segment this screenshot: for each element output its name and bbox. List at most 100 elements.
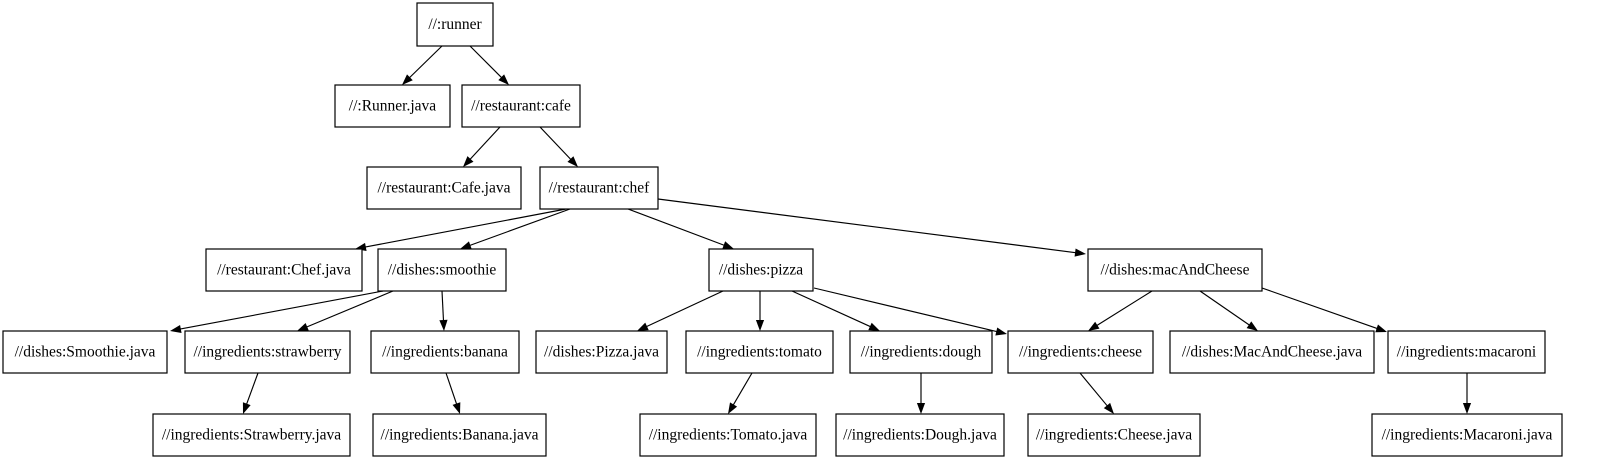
node-box[interactable] [366,166,522,210]
graph-node-strawberry_java[interactable]: //ingredients:Strawberry.java [152,413,351,457]
arrowhead-icon [1074,248,1086,257]
edge-line [1199,290,1251,327]
graph-node-ing_dough[interactable]: //ingredients:dough [849,330,993,374]
edge-dishes_mac-to-ing_cheese [1088,290,1153,331]
edge-line [539,126,572,161]
edge-ing_macaroni-to-macaroni_java [1462,373,1472,414]
graph-node-ing_strawberry[interactable]: //ingredients:strawberry [184,330,351,374]
arrowhead-icon [452,402,461,414]
node-label: //ingredients:Tomato.java [649,427,808,444]
arrowhead-icon [1088,321,1100,331]
node-label: //restaurant:cafe [471,98,571,115]
graph-node-smoothie_java[interactable]: //dishes:Smoothie.java [2,330,168,374]
graph-node-restaurant_chef[interactable]: //restaurant:chef [539,166,659,210]
node-box[interactable] [539,166,659,210]
arrowhead-icon [402,74,413,85]
edge-line [408,45,443,79]
node-box[interactable] [1087,248,1263,292]
node-label: //dishes:macAndCheese [1101,262,1250,279]
graph-node-tomato_java[interactable]: //ingredients:Tomato.java [639,413,817,457]
node-box[interactable] [416,2,494,47]
edge-line [179,290,384,330]
graph-node-chef_java[interactable]: //restaurant:Chef.java [205,248,363,292]
arrowhead-icon [722,241,734,249]
graph-node-macaroni_java[interactable]: //ingredients:Macaroni.java [1371,413,1563,457]
node-box[interactable] [1027,413,1201,457]
edge-dishes_pizza-to-ing_tomato [755,291,765,331]
graph-node-ing_cheese[interactable]: //ingredients:cheese [1007,330,1154,374]
edge-dishes_pizza-to-ing_cheese [813,287,1007,336]
node-label: //ingredients:banana [382,344,508,361]
graph-node-dishes_mac[interactable]: //dishes:macAndCheese [1087,248,1263,292]
edge-line [813,287,998,333]
graph-node-banana_java[interactable]: //ingredients:Banana.java [372,413,547,457]
graph-node-ing_macaroni[interactable]: //ingredients:macaroni [1387,330,1546,374]
node-box[interactable] [370,330,520,374]
node-box[interactable] [2,330,168,374]
edge-line [1261,287,1379,330]
arrowhead-icon [242,402,251,414]
graph-node-dishes_smoothie[interactable]: //dishes:smoothie [377,248,507,292]
graph-node-ing_banana[interactable]: //ingredients:banana [370,330,520,374]
edge-dishes_pizza-to-pizza_java [637,290,724,331]
edge-line [245,372,259,406]
node-label: //dishes:Smoothie.java [15,344,156,361]
graph-node-ing_tomato[interactable]: //ingredients:tomato [685,330,834,374]
node-label: //dishes:smoothie [388,262,497,279]
node-label: //ingredients:Banana.java [381,427,539,444]
node-box[interactable] [708,248,814,292]
node-label: //ingredients:tomato [697,344,822,361]
graph-node-pizza_java[interactable]: //dishes:Pizza.java [535,330,668,374]
edge-line [441,290,445,322]
edge-restaurant_chef-to-dishes_pizza [627,208,734,249]
edge-line [468,208,571,247]
arrowhead-icon [1375,324,1387,333]
node-box[interactable] [835,413,1005,457]
graph-node-cafe_java[interactable]: //restaurant:Cafe.java [366,166,522,210]
node-label: //:Runner.java [349,98,437,115]
edge-dishes_mac-to-mac_java [1199,290,1258,331]
node-label: //ingredients:macaroni [1397,344,1537,361]
arrowhead-icon [916,403,926,414]
node-box[interactable] [1371,413,1563,457]
node-box[interactable] [205,248,363,292]
graph-node-dough_java[interactable]: //ingredients:Dough.java [835,413,1005,457]
edge-line [1079,372,1109,408]
arrowhead-icon [1103,402,1114,414]
node-label: //ingredients:cheese [1019,344,1142,361]
node-box[interactable] [639,413,817,457]
node-box[interactable] [1007,330,1154,374]
graph-node-cheese_java[interactable]: //ingredients:Cheese.java [1027,413,1201,457]
node-label: //restaurant:chef [549,180,651,197]
graph-node-runner[interactable]: //:runner [416,2,494,47]
node-box[interactable] [372,413,547,457]
node-box[interactable] [377,248,507,292]
node-label: //restaurant:Cafe.java [378,180,511,197]
node-box[interactable] [152,413,351,457]
edge-restaurant_chef-to-dishes_smoothie [460,208,571,250]
edge-line [645,290,724,328]
arrowhead-icon [728,402,738,414]
edge-dishes_smoothie-to-smoothie_java [170,290,384,333]
node-label: //ingredients:Dough.java [843,427,997,444]
graph-node-restaurant_cafe[interactable]: //restaurant:cafe [461,84,581,128]
node-box[interactable] [334,84,451,128]
edge-line [627,208,726,247]
node-box[interactable] [461,84,581,128]
edge-line [364,208,567,248]
node-box[interactable] [184,330,351,374]
node-label: //ingredients:Cheese.java [1036,427,1192,444]
node-box[interactable] [849,330,993,374]
node-label: //ingredients:strawberry [193,344,341,361]
graph-node-dishes_pizza[interactable]: //dishes:pizza [708,248,814,292]
graph-node-runner_java[interactable]: //:Runner.java [334,84,451,128]
node-box[interactable] [1387,330,1546,374]
node-box[interactable] [1169,330,1375,374]
node-box[interactable] [535,330,668,374]
graph-node-mac_java[interactable]: //dishes:MacAndCheese.java [1169,330,1375,374]
node-box[interactable] [685,330,834,374]
edge-runner-to-runner_java [402,45,443,85]
edge-line [732,372,753,407]
edge-restaurant_cafe-to-cafe_java [463,126,501,167]
edge-ing_cheese-to-cheese_java [1079,372,1114,414]
